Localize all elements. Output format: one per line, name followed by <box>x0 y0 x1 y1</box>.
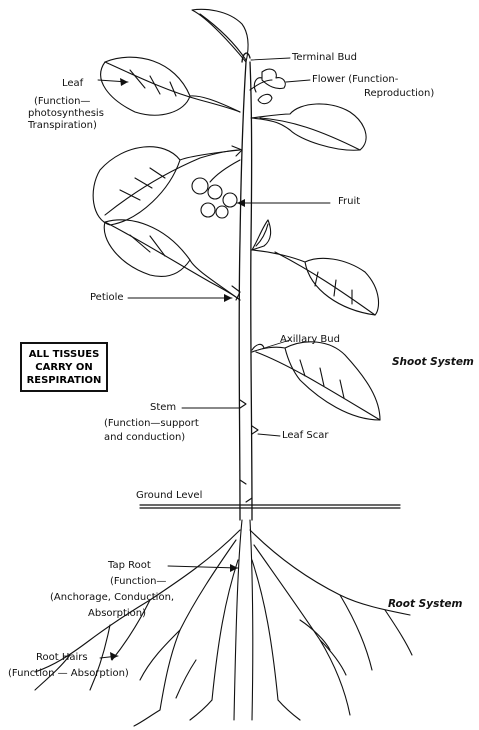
leaf-middle-left <box>93 146 242 225</box>
label-axillary-bud: Axillary Bud <box>280 334 340 346</box>
label-tap-fn-3: Absorption) <box>88 608 146 620</box>
label-leaf: Leaf <box>62 78 83 90</box>
leaf-upper-right <box>251 104 366 150</box>
leaf-lower-left <box>104 220 240 300</box>
label-leaf-fn-1: (Function— <box>34 96 90 108</box>
top-leaf <box>192 9 248 62</box>
label-flower: Flower (Function- <box>312 74 398 86</box>
box-line-3: RESPIRATION <box>22 374 106 387</box>
label-root-hairs: Root Hairs <box>36 652 88 664</box>
leaf-upper-left <box>101 57 240 115</box>
label-fruit: Fruit <box>338 196 360 208</box>
box-line-2: CARRY ON <box>22 361 106 374</box>
label-leaf-fn-3: Transpiration) <box>28 120 97 132</box>
label-root-hairs-fn: (Function — Absorption) <box>8 668 129 680</box>
label-flower-fn: Reproduction) <box>364 88 434 100</box>
respiration-box: ALL TISSUES CARRY ON RESPIRATION <box>20 342 108 392</box>
label-tap-fn-2: (Anchorage, Conduction, <box>50 592 174 604</box>
ground-line <box>140 505 400 508</box>
box-line-1: ALL TISSUES <box>22 348 106 361</box>
label-shoot-system: Shoot System <box>392 356 474 368</box>
label-stem: Stem <box>150 402 176 414</box>
fruit-cluster <box>192 160 240 218</box>
label-stem-fn-2: and conduction) <box>104 432 185 444</box>
stem-marks <box>240 400 258 502</box>
label-stem-fn-1: (Function—support <box>104 418 199 430</box>
label-terminal-bud: Terminal Bud <box>292 52 357 64</box>
label-root-system: Root System <box>388 598 462 610</box>
label-tap-root: Tap Root <box>108 560 151 572</box>
flower <box>250 69 285 104</box>
label-petiole: Petiole <box>90 292 124 304</box>
leaf-middle-right <box>252 250 379 315</box>
main-stem <box>239 53 252 520</box>
label-tap-fn-1: (Function— <box>110 576 166 588</box>
label-ground-level: Ground Level <box>136 490 202 502</box>
bud-right <box>252 220 271 250</box>
label-leaf-fn-2: photosynthesis <box>28 108 104 120</box>
root-system <box>35 520 412 726</box>
label-leaf-scar: Leaf Scar <box>282 430 328 442</box>
leaf-lower-right <box>252 342 380 420</box>
